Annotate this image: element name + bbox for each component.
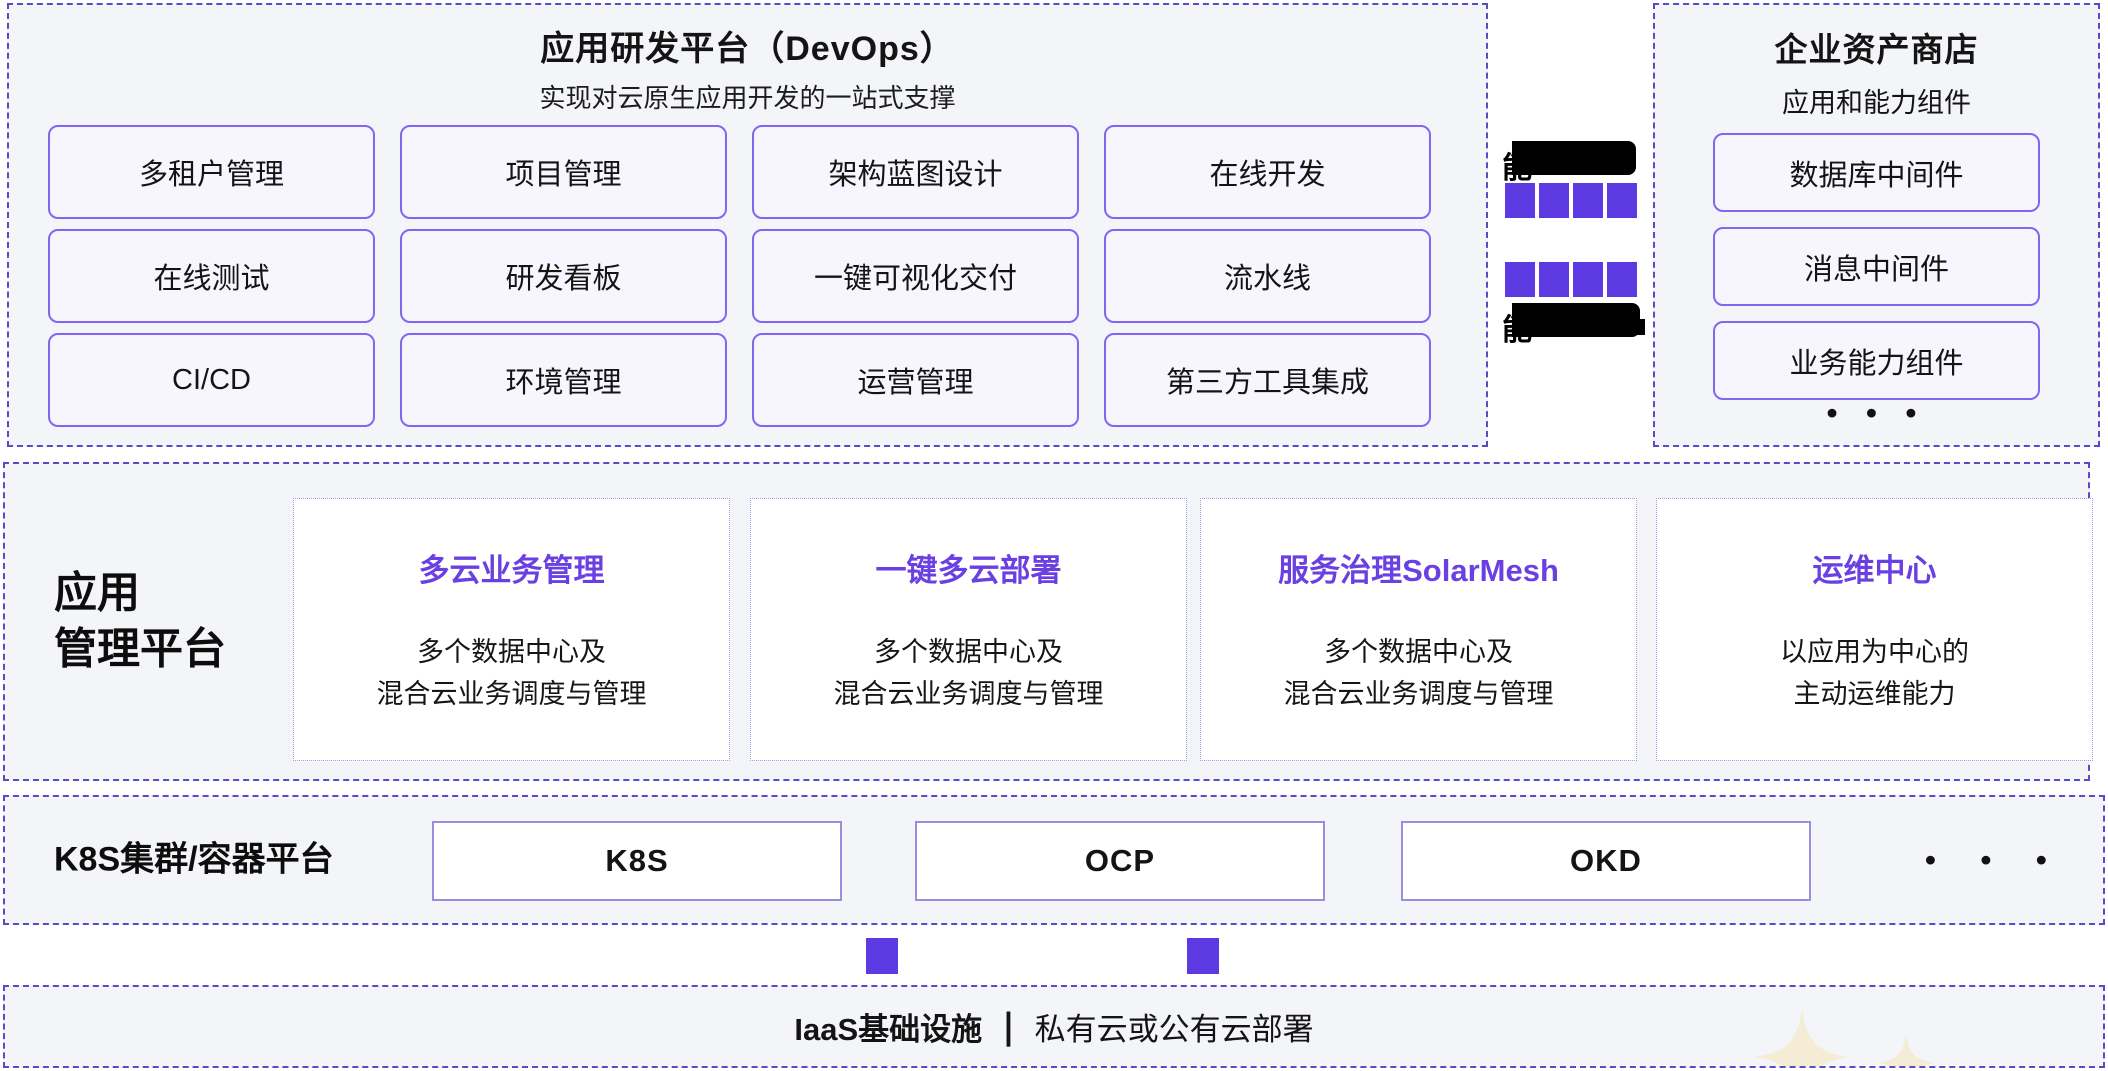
module-chip-visual-deliver: 一键可视化交付: [752, 229, 1079, 323]
more-items-dots: • • •: [1826, 395, 1927, 430]
arrow-squares-row-bottom: [1505, 262, 1637, 297]
sparkle-icon: [1754, 1009, 1850, 1066]
k8s-platform-band: K8S集群/容器平台 K8S OCP OKD • • •: [3, 795, 2105, 925]
asset-chip-database-middleware: 数据库中间件: [1713, 133, 2040, 212]
app-management-label-line2: 管理平台: [54, 625, 226, 674]
more-clusters-dots: • • •: [1925, 842, 2065, 877]
asset-chip-message-middleware: 消息中间件: [1713, 227, 2040, 306]
devops-panel-header: 应用研发平台（DevOps） 实现对云原生应用开发的一站式支撑: [9, 21, 1486, 115]
cluster-box-okd: OKD: [1401, 821, 1811, 901]
arrow-square: [1573, 183, 1603, 218]
card-desc: 多个数据中心及 混合云业务调度与管理: [1201, 632, 1636, 716]
card-desc-line1: 多个数据中心及: [1324, 637, 1513, 667]
k8s-platform-label: K8S集群/容器平台: [54, 840, 334, 879]
card-service-governance: 服务治理SolarMesh 多个数据中心及 混合云业务调度与管理: [1200, 498, 1637, 761]
iaas-deploy-label: 私有云或公有云部署: [1034, 1012, 1314, 1047]
asset-store-subtitle: 应用和能力组件: [1782, 88, 1971, 118]
card-one-click-deploy: 一键多云部署 多个数据中心及 混合云业务调度与管理: [750, 498, 1187, 761]
arrow-square: [1539, 262, 1569, 297]
arrow-square: [1607, 262, 1637, 297]
card-desc: 多个数据中心及 混合云业务调度与管理: [751, 632, 1186, 716]
devops-platform-title: 应用研发平台（DevOps）: [540, 30, 955, 68]
redaction-bar: [1512, 141, 1636, 175]
card-title: 一键多云部署: [875, 553, 1062, 588]
card-desc-line1: 多个数据中心及: [874, 637, 1063, 667]
card-desc: 多个数据中心及 混合云业务调度与管理: [294, 632, 729, 716]
redacted-label-top: 能: [1502, 141, 1636, 185]
card-title: 服务治理SolarMesh: [1278, 553, 1559, 588]
arrow-square: [1505, 183, 1535, 218]
card-desc-line1: 多个数据中心及: [417, 637, 606, 667]
redaction-bar: [1512, 303, 1645, 337]
app-management-label: 应用 管理平台: [54, 565, 226, 679]
cluster-box-ocp: OCP: [915, 821, 1325, 901]
iaas-divider: |: [1004, 1005, 1013, 1047]
module-chip-multi-tenant: 多租户管理: [48, 125, 375, 219]
devops-platform-subtitle: 实现对云原生应用开发的一站式支撑: [539, 83, 956, 113]
redacted-label-bottom: 能: [1502, 303, 1645, 347]
arrow-square: [1539, 183, 1569, 218]
module-chip-cicd: CI/CD: [48, 333, 375, 427]
module-chip-3rd-party: 第三方工具集成: [1104, 333, 1431, 427]
arrow-square: [1573, 262, 1603, 297]
module-chip-arch-blueprint: 架构蓝图设计: [752, 125, 1079, 219]
devops-platform-panel: 应用研发平台（DevOps） 实现对云原生应用开发的一站式支撑 多租户管理 项目…: [7, 3, 1488, 447]
cluster-box-k8s: K8S: [432, 821, 842, 901]
devops-module-grid: 多租户管理 项目管理 架构蓝图设计 在线开发 在线测试 研发看板 一键可视化交付…: [48, 125, 1431, 427]
module-chip-project-mgmt: 项目管理: [400, 125, 727, 219]
asset-store-title: 企业资产商店: [1774, 31, 1979, 68]
module-chip-env-mgmt: 环境管理: [400, 333, 727, 427]
asset-store-list: 数据库中间件 消息中间件 业务能力组件: [1713, 133, 2040, 400]
card-ops-center: 运维中心 以应用为中心的 主动运维能力: [1656, 498, 2093, 761]
module-chip-online-test: 在线测试: [48, 229, 375, 323]
card-title: 运维中心: [1812, 553, 1937, 588]
arrow-square: [1505, 262, 1535, 297]
sparkle-icon: [1877, 1034, 1935, 1066]
card-desc-line2: 主动运维能力: [1793, 678, 1956, 709]
app-management-band: 应用 管理平台 多云业务管理 多个数据中心及 混合云业务调度与管理 一键多云部署…: [3, 462, 2093, 781]
iaas-band: IaaS基础设施 | 私有云或公有云部署: [3, 985, 2105, 1068]
connector-square-right: [1187, 938, 1219, 974]
module-chip-dev-board: 研发看板: [400, 229, 727, 323]
card-multicloud-business: 多云业务管理 多个数据中心及 混合云业务调度与管理: [293, 498, 730, 761]
asset-store-header: 企业资产商店 应用和能力组件: [1655, 23, 2098, 120]
arrow-squares-row-top: [1505, 183, 1637, 218]
asset-store-panel: 企业资产商店 应用和能力组件 数据库中间件 消息中间件 业务能力组件 • • •: [1653, 3, 2100, 447]
app-management-label-line1: 应用: [54, 568, 140, 617]
card-desc: 以应用为中心的 主动运维能力: [1657, 632, 2092, 716]
card-desc-line2: 混合云业务调度与管理: [833, 678, 1104, 709]
card-desc-line2: 混合云业务调度与管理: [1283, 678, 1554, 709]
iaas-label: IaaS基础设施: [794, 1012, 983, 1047]
card-title: 多云业务管理: [418, 553, 605, 588]
card-desc-line1: 以应用为中心的: [1780, 637, 1969, 667]
module-chip-pipeline: 流水线: [1104, 229, 1431, 323]
asset-chip-business-component: 业务能力组件: [1713, 321, 2040, 400]
arrow-square: [1607, 183, 1637, 218]
module-chip-online-dev: 在线开发: [1104, 125, 1431, 219]
module-chip-ops-mgmt: 运营管理: [752, 333, 1079, 427]
connector-square-left: [866, 938, 898, 974]
card-desc-line2: 混合云业务调度与管理: [376, 678, 647, 709]
